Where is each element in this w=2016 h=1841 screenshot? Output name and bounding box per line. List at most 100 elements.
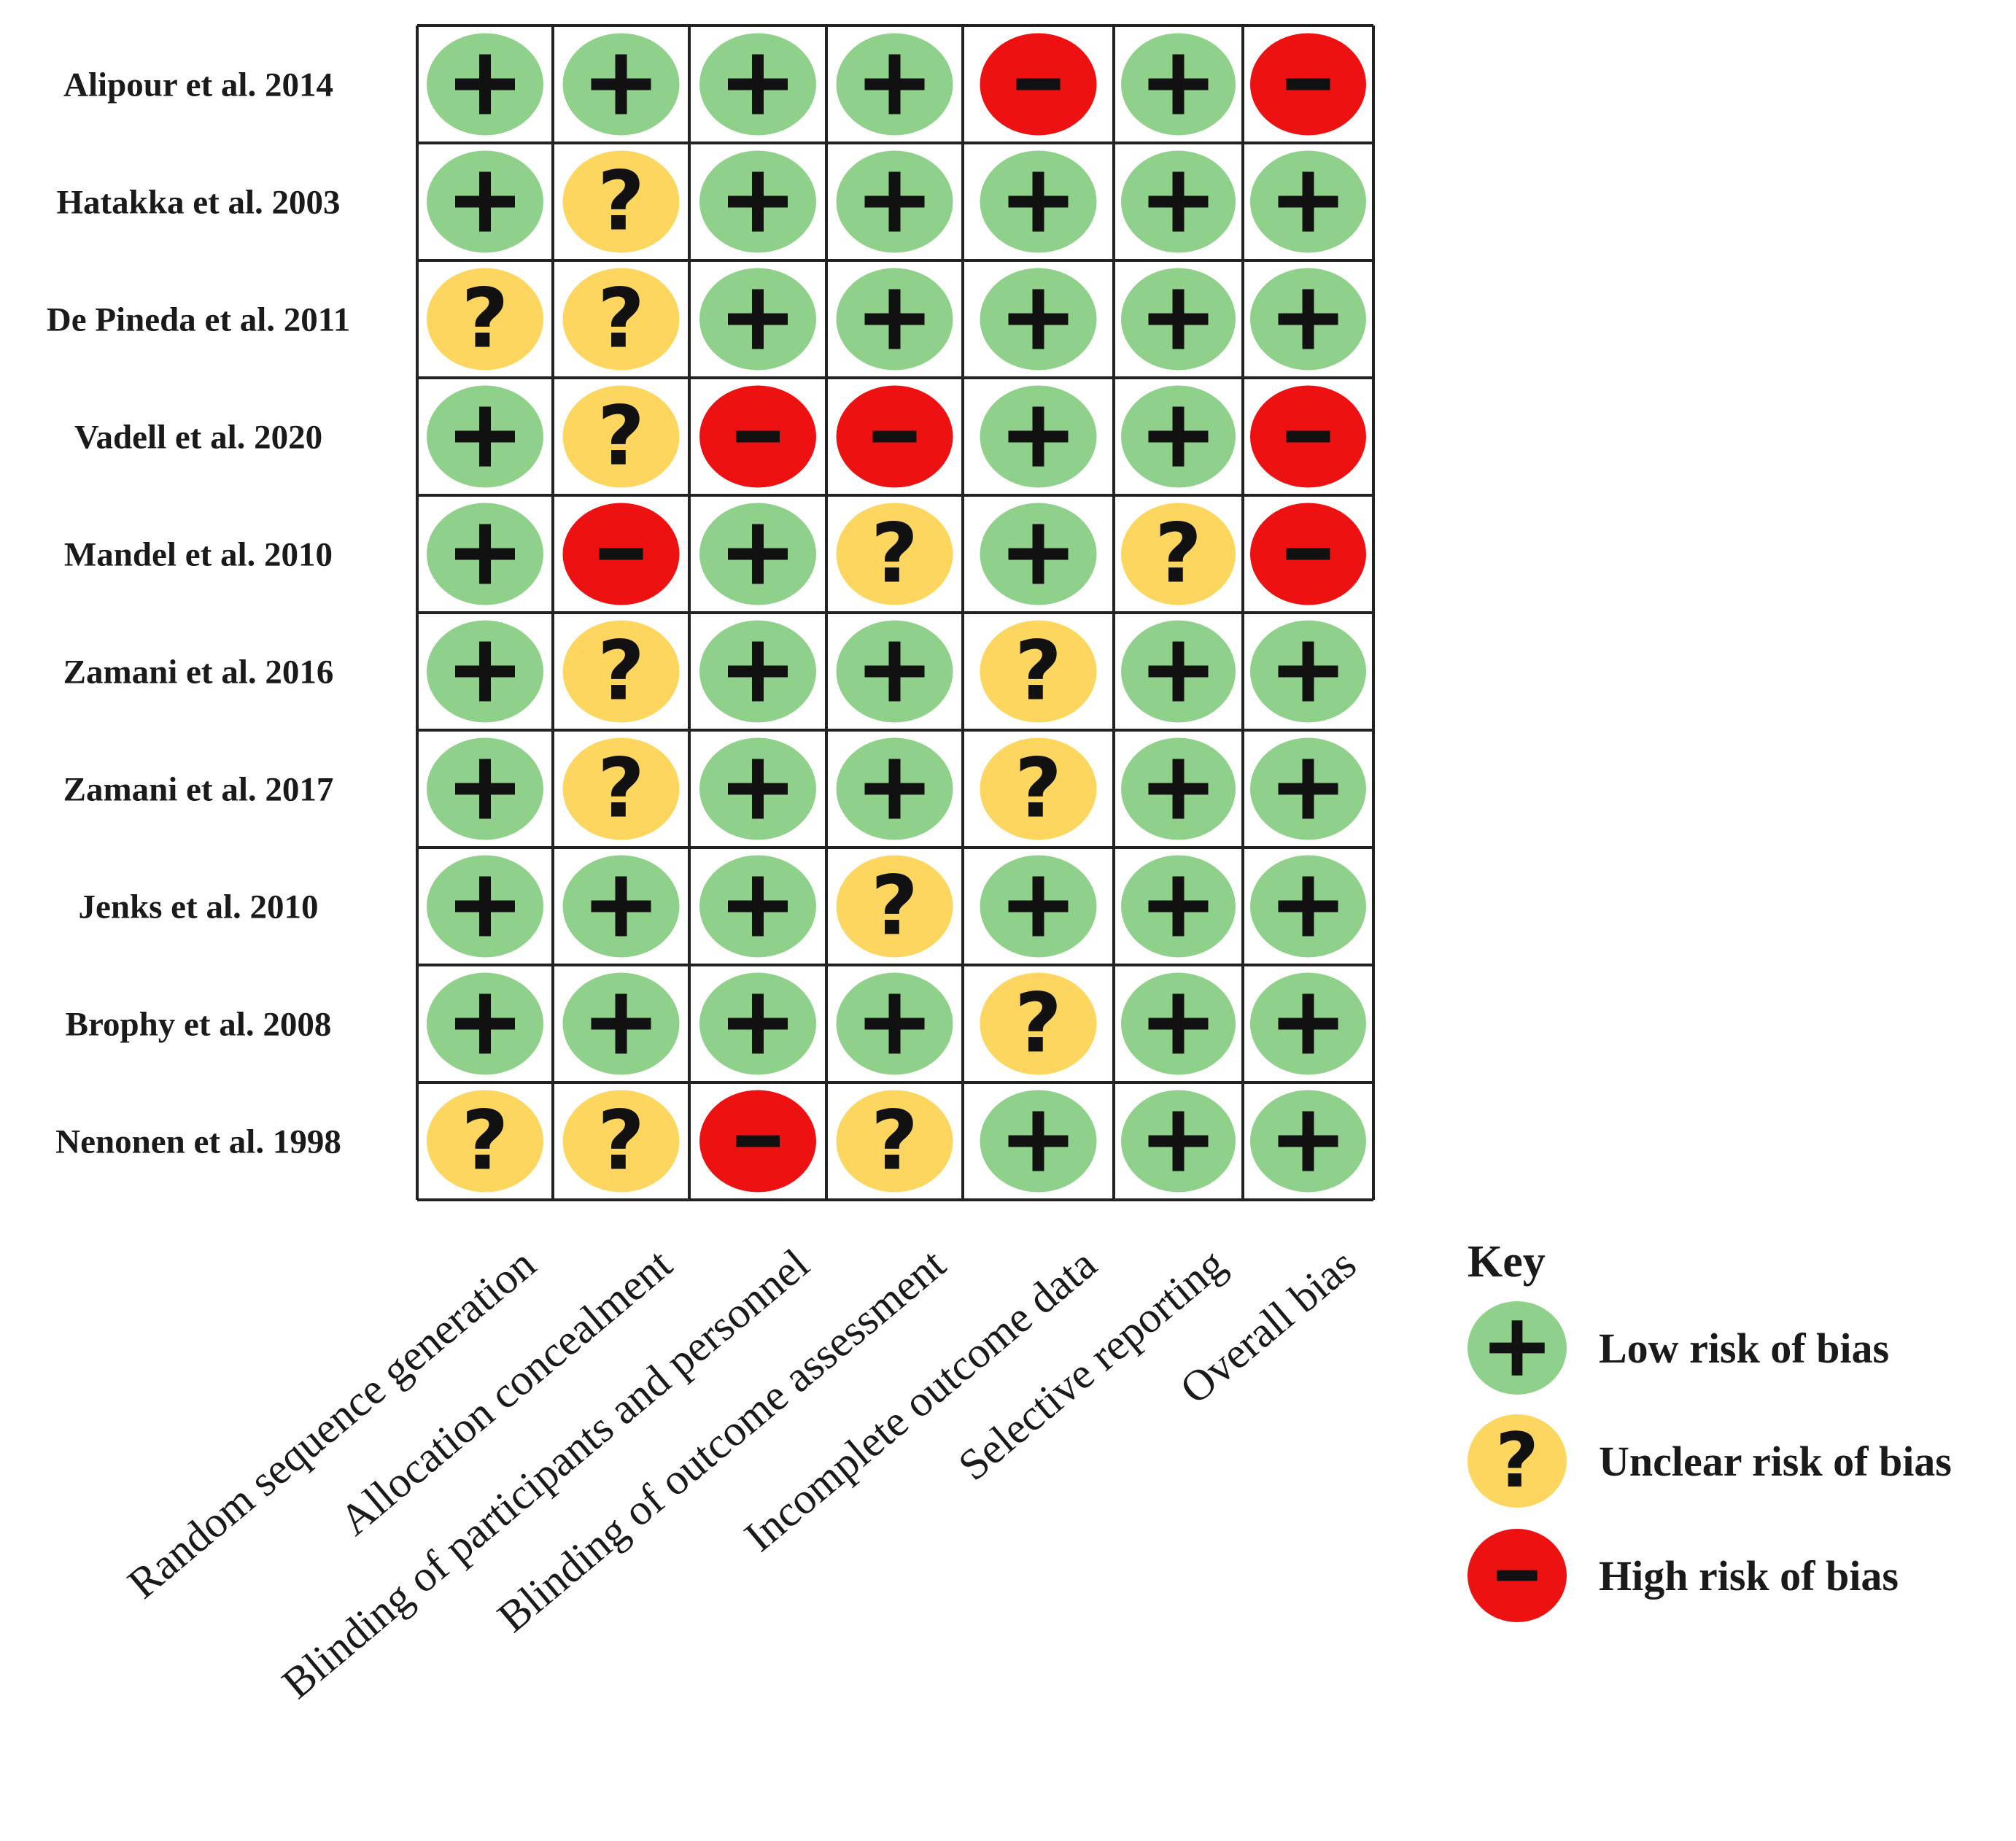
risk-cell-low [1250,855,1366,958]
risk-cell-low [1250,1090,1366,1193]
plus-bar-vertical [615,876,627,937]
risk-cell-low [427,385,543,488]
risk-cell-high [562,503,680,605]
plus-bar-vertical [752,759,764,819]
risk-cell-low [427,150,543,253]
plus-bar-vertical [479,759,491,819]
risk-cell-unclear: ? [836,503,953,605]
risk-cell-high [1250,385,1366,488]
plus-bar-vertical [752,54,764,115]
risk-cell-low [1121,33,1236,136]
minus-bar [872,430,917,443]
question-icon [980,737,1097,840]
risk-cell-low [1250,150,1366,253]
plus-bar-vertical [1172,641,1185,702]
question-icon [562,1090,680,1193]
risk-cell-unclear: ? [980,972,1097,1075]
question-icon [562,385,680,488]
risk-cell-low [1121,150,1236,253]
minus-bar [599,548,643,560]
plus-bar-vertical [1172,54,1185,115]
risk-cell-low [1250,972,1366,1075]
legend-entry-unclear: ? Unclear risk of bias [1468,1414,1952,1508]
plus-bar-vertical [1172,171,1185,232]
risk-cell-high [980,33,1097,136]
question-mark-glyph: ? [597,389,645,484]
minus-bar [1497,1570,1538,1581]
question-mark-glyph: ? [462,272,509,367]
risk-cell-low [980,503,1097,605]
risk-cell-low [1250,268,1366,371]
risk-cell-low [427,503,543,605]
question-icon [1121,503,1236,605]
risk-cell-unclear: ? [980,737,1097,840]
plus-bar-vertical [1302,993,1314,1054]
risk-cell-unclear: ? [562,268,680,371]
study-label: Alipour et al. 2014 [63,66,333,104]
risk-cell-unclear: ? [836,855,953,958]
plus-bar-vertical [752,289,764,349]
risk-cell-low [699,268,816,371]
plus-bar-vertical [888,171,901,232]
plus-bar-vertical [1302,289,1314,349]
question-icon [836,503,953,605]
risk-cell-low [980,385,1097,488]
plus-bar-vertical [479,876,491,937]
question-mark-glyph: ? [1495,1417,1539,1505]
question-icon [980,620,1097,723]
risk-cell-low [836,33,953,136]
plus-bar-vertical [615,993,627,1054]
question-mark-glyph: ? [871,507,918,602]
question-icon [427,268,543,371]
risk-cell-low [980,268,1097,371]
risk-cell-low [699,503,816,605]
legend-label: Low risk of bias [1599,1325,1889,1372]
question-mark-glyph: ? [597,272,645,367]
question-mark-glyph: ? [597,155,645,249]
question-mark-glyph: ? [1015,742,1062,837]
legend-entry-high: High risk of bias [1468,1529,1899,1622]
risk-cell-low [836,268,953,371]
study-label: Nenonen et al. 1998 [55,1123,341,1161]
legend-label: High risk of bias [1599,1552,1899,1600]
question-icon [562,620,680,723]
plus-bar-vertical [479,524,491,584]
risk-cell-low [699,855,816,958]
legend-title: Key [1468,1237,1546,1287]
plus-bar-vertical [888,759,901,819]
question-mark-glyph: ? [597,1094,645,1189]
plus-bar-vertical [1302,876,1314,937]
plus-bar-vertical [1172,1111,1185,1171]
plus-bar-vertical [1302,1111,1314,1171]
minus-bar [1286,430,1330,443]
plus-bar-vertical [1032,1111,1044,1171]
question-icon [562,150,680,253]
risk-cell-high [1250,503,1366,605]
question-icon [427,1090,543,1193]
plus-bar-vertical [1302,171,1314,232]
plus-bar-vertical [479,54,491,115]
plus-bar-vertical [479,641,491,702]
plus-bar-vertical [888,993,901,1054]
plus-bar-vertical [1172,993,1185,1054]
risk-cell-unclear: ? [1121,503,1236,605]
study-label: Mandel et al. 2010 [64,536,333,574]
risk-cell-unclear: ? [562,385,680,488]
study-label: Hatakka et al. 2003 [56,184,340,222]
plus-bar-vertical [1511,1320,1523,1376]
study-label: De Pineda et al. 2011 [47,301,350,339]
risk-cell-low [1121,268,1236,371]
risk-cell-unclear: ? [836,1090,953,1193]
plus-bar-vertical [1032,524,1044,584]
risk-cell-low [836,737,953,840]
legend-label: Unclear risk of bias [1599,1438,1952,1485]
plus-bar-vertical [1172,759,1185,819]
risk-cell-low [562,855,680,958]
question-icon [980,972,1097,1075]
risk-cell-unclear: ? [562,620,680,723]
risk-cell-low [699,150,816,253]
risk-cell-unclear: ? [980,620,1097,723]
risk-cell-high [699,1090,816,1193]
